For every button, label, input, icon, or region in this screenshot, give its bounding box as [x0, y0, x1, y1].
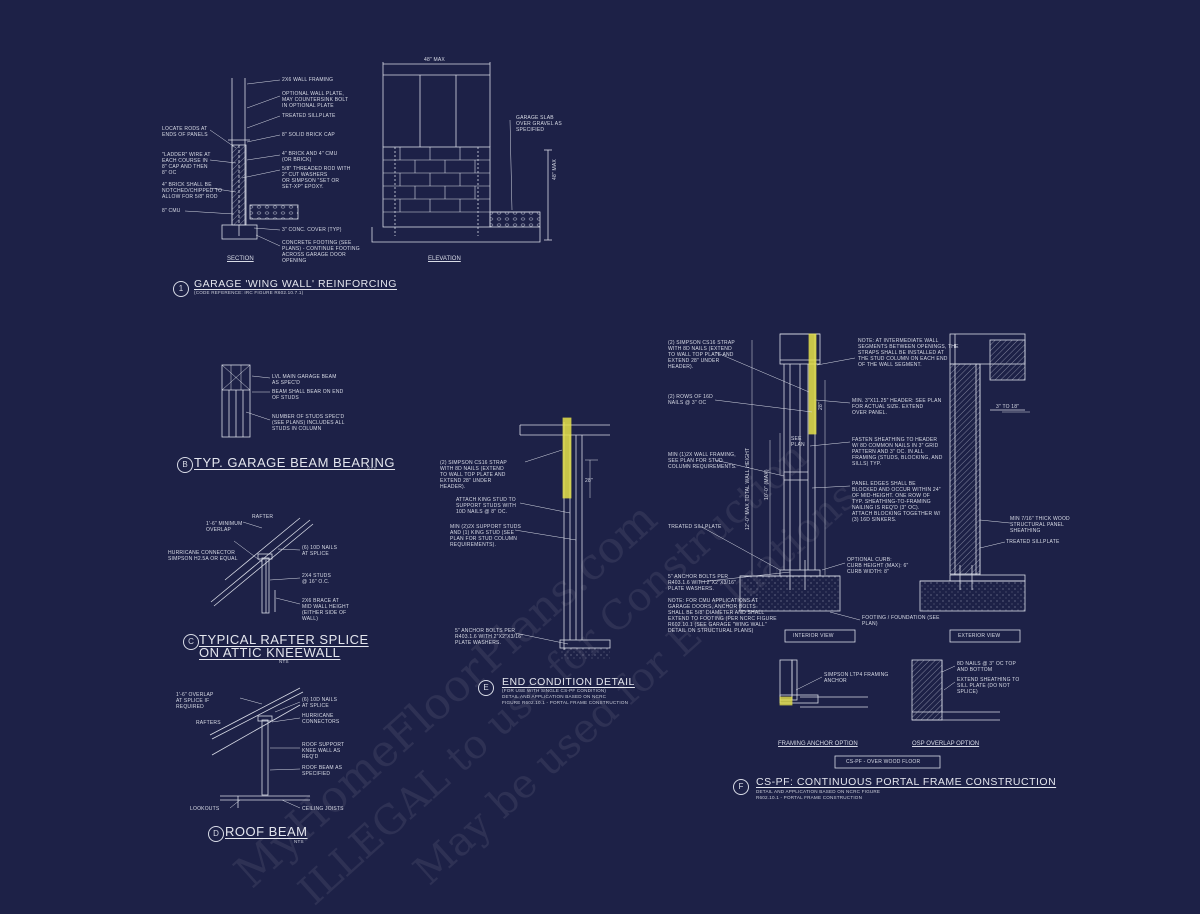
detail-1-elevation-label: ELEVATION — [428, 256, 461, 262]
detail-f-note-left-2: MIN (1)2X WALL FRAMING, SEE PLAN FOR STU… — [668, 452, 737, 470]
detail-f-note-left-0: (2) SIMPSON CS16 STRAP WITH 8d NAILS (EX… — [668, 340, 735, 370]
detail-f-exterior-drawing — [919, 333, 1030, 643]
detail-f-note-mid-0: NOTE: AT INTERMEDIATE WALL SEGMENTS BETW… — [858, 338, 959, 368]
detail-1-section-label: SECTION — [227, 256, 254, 262]
detail-1-dim-top: 48" MAX — [424, 57, 445, 63]
detail-e-note-3: 5" ANCHOR BOLTS PER R403.1.6 WITH 2"x2"x… — [455, 628, 524, 646]
detail-d-note-3: HURRICANE CONNECTORS — [302, 713, 340, 725]
detail-c-note-1: 1'-6" MINIMUM OVERLAP — [206, 521, 243, 533]
detail-c-title-line-1: TYPICAL RAFTER SPLICE — [199, 632, 369, 647]
detail-e-subtitle: (FOR USE WITH SINGLE CS-PF CONDITION) DE… — [502, 688, 629, 705]
detail-f-note-left-5: NOTE: FOR CMU APPLICATIONS AT GARAGE DOO… — [668, 598, 777, 634]
detail-c-title-line-2: ON ATTIC KNEEWALL — [199, 645, 341, 660]
detail-c-note-2: (6) 10d NAILS AT SPLICE — [302, 545, 338, 557]
detail-f-interior-drawing — [699, 333, 861, 643]
detail-f-interior-label: INTERIOR VIEW — [793, 633, 834, 639]
detail-d-note-2: RAFTERS — [196, 720, 221, 726]
detail-1-note-left-3: 8" CMU — [162, 208, 181, 214]
detail-f-osp-label: OSP OVERLAP OPTION — [912, 741, 980, 747]
detail-d-drawing — [209, 687, 310, 809]
detail-f-options-drawing — [779, 659, 1000, 769]
detail-1-leaders — [184, 79, 281, 247]
detail-e-dim: 28" — [585, 478, 593, 484]
detail-1-note-left-1: "LADDER" WIRE AT EACH COURSE IN 8" CAP A… — [162, 152, 211, 176]
detail-f-note-bottom-1: 8d NAILS @ 3" OC TOP AND BOTTOM — [957, 661, 1017, 673]
detail-d-note-5: ROOF BEAM AS SPECIFIED — [302, 765, 343, 777]
detail-e-marker: E — [478, 680, 494, 696]
detail-1-note-center-0: 2x6 WALL FRAMING — [282, 77, 334, 83]
detail-f-note-right-1: TREATED SILLPLATE — [1006, 539, 1060, 545]
detail-d-note-4: ROOF SUPPORT KNEE WALL AS REQ'D — [302, 742, 345, 760]
detail-f-note-bottom-2: EXTEND SHEATHING TO SILL PLATE (DO NOT S… — [957, 677, 1020, 695]
detail-b-title: TYP. GARAGE BEAM BEARING — [194, 455, 396, 470]
detail-d-note-1: (6) 10d NAILS AT SPLICE — [302, 697, 338, 709]
detail-f-note-left-4: 5" ANCHOR BOLTS PER R403.1.6 WITH 2"x2"x… — [668, 574, 737, 592]
detail-f-note-bottom-0: SIMPSON LTP4 FRAMING ANCHOR — [824, 672, 889, 684]
detail-c-note-3: HURRICANE CONNECTOR SIMPSON H2.5A OR EQU… — [168, 550, 238, 562]
detail-f-note-left-1: (2) ROWS OF 16d NAILS @ 3" OC — [668, 394, 713, 406]
detail-c-drawing — [210, 517, 314, 614]
detail-f-note-left-3: TREATED SILLPLATE — [668, 524, 722, 530]
detail-1-note-right: GARAGE SLAB OVER GRAVEL AS SPECIFIED — [516, 115, 562, 133]
detail-e-note-0: (2) SIMPSON CS16 STRAP WITH 8d NAILS (EX… — [440, 460, 507, 490]
detail-f-note-mid-1: MIN. 3"x11.25" HEADER: SEE PLAN FOR ACTU… — [852, 398, 942, 416]
detail-1-note-center-2: TREATED SILLPLATE — [282, 113, 336, 119]
detail-c-note-5: 2x6 BRACE AT MID WALL HEIGHT (EITHER SID… — [302, 598, 350, 622]
detail-c-note-0: RAFTER — [252, 514, 274, 520]
detail-f-dim-total: 12'-0" MAX TOTAL WALL HEIGHT — [745, 447, 751, 530]
detail-f-note-mid-3: PANEL EDGES SHALL BE BLOCKED AND OCCUR W… — [852, 481, 941, 523]
detail-1-note-center-5: 5/8" THREADED ROD WITH 2" CUT WASHERS OR… — [282, 166, 351, 190]
detail-1-note-left-2: 4" BRICK SHALL BE NOTCHED/CHIPPED TO ALL… — [162, 182, 223, 200]
detail-f-note-right-0: MIN 7/16" THICK WOOD STRUCTURAL PANEL SH… — [1010, 516, 1070, 534]
detail-f-note-mid-5: FOOTING / FOUNDATION (SEE PLAN) — [862, 615, 940, 627]
detail-c-nts: NTS — [279, 659, 289, 664]
detail-1-subtitle: (CODE REFERENCE: IRC FIGURE R602.10.7.1) — [194, 290, 304, 295]
detail-c-note-4: 2x4 STUDS @ 16" O.C. — [302, 573, 332, 585]
detail-b-note-1: BEAM SHALL BEAR ON END OF STUDS — [272, 389, 344, 401]
detail-f-dim-max: 10'-0" (MAX) — [764, 469, 770, 500]
detail-1-title: GARAGE 'WING WALL' REINFORCING — [194, 278, 397, 290]
detail-f-dim-see: SEE PLAN — [791, 436, 805, 448]
detail-f-subtitle: DETAIL AND APPLICATION BASED ON NCRC FIG… — [756, 789, 881, 800]
detail-d-marker: D — [208, 826, 224, 842]
detail-d-nts: NTS — [294, 839, 304, 844]
detail-f-dim-gap: 3" TO 18" — [996, 404, 1020, 410]
detail-b-drawing — [221, 364, 271, 438]
detail-d-note-7: CEILING JOISTS — [302, 806, 344, 812]
detail-c-marker: C — [183, 634, 199, 650]
detail-b-nts: NTS — [367, 466, 377, 471]
detail-f-title: CS-PF: CONTINUOUS PORTAL FRAME CONSTRUCT… — [756, 776, 1057, 788]
detail-1-note-center-1: OPTIONAL WALL PLATE, MAY COUNTERSINK BOL… — [282, 91, 349, 109]
detail-1-elevation-drawing — [371, 62, 552, 243]
detail-b-marker: B — [177, 457, 193, 473]
detail-e-note-2: MIN (2)2X SUPPORT STUDS AND (1) KING STU… — [450, 524, 522, 548]
detail-1-section-drawing — [221, 78, 299, 240]
detail-d-note-6: LOOKOUTS — [190, 806, 220, 812]
detail-f-dim-28: 28" — [818, 402, 824, 410]
detail-1-note-center-7: CONCRETE FOOTING (SEE PLANS) - CONTINUE … — [282, 240, 360, 264]
detail-e-note-1: ATTACH KING STUD TO SUPPORT STUDS WITH 1… — [456, 497, 517, 515]
detail-f-framing-label: FRAMING ANCHOR OPTION — [778, 741, 858, 747]
detail-f-marker: F — [733, 779, 749, 795]
detail-1-marker: 1 — [173, 281, 189, 297]
detail-f-note-mid-4: OPTIONAL CURB: CURB HEIGHT (MAX): 6" CUR… — [847, 557, 909, 575]
detail-1-note-left-0: LOCATE RODS AT ENDS OF PANELS — [162, 126, 208, 138]
detail-1-note-center-6: 3" CONC. COVER (TYP) — [282, 227, 342, 233]
detail-f-exterior-label: EXTERIOR VIEW — [958, 633, 1001, 639]
detail-f-note-mid-2: FASTEN SHEATHING TO HEADER W/ 8d COMMON … — [852, 437, 943, 467]
detail-f-wood-floor: CS-PF - OVER WOOD FLOOR — [846, 759, 921, 765]
detail-b-note-0: LVL MAIN GARAGE BEAM AS SPEC'D — [272, 374, 337, 386]
detail-d-title: ROOF BEAM — [225, 824, 308, 839]
detail-1-note-center-3: 8" SOLID BRICK CAP — [282, 132, 335, 138]
detail-b-note-2: NUMBER OF STUDS SPEC'D (SEE PLANS) INCLU… — [272, 414, 345, 432]
detail-1-note-center-4: 4" BRICK AND 4" CMU (OR BRICK) — [282, 151, 338, 163]
detail-d-note-0: 1'-6" OVERLAP AT SPLICE IF REQUIRED — [176, 692, 214, 710]
detail-e-title: END CONDITION DETAIL — [502, 676, 635, 688]
detail-e-drawing — [514, 417, 611, 660]
detail-1-dim-side: 48" MAX — [552, 159, 558, 180]
